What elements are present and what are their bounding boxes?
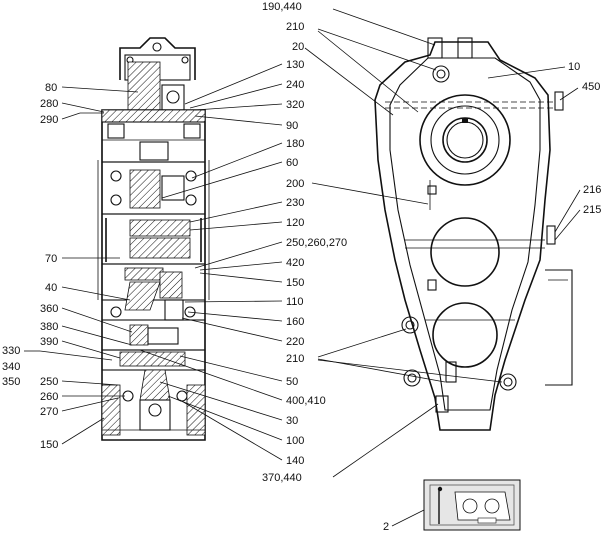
callout-150-left: 150: [40, 439, 58, 451]
callout-215: 215: [583, 204, 601, 216]
callout-450: 450: [582, 81, 600, 93]
callout-390: 390: [40, 336, 58, 348]
front-view: [374, 37, 573, 431]
callout-210-bottom: 210: [286, 353, 304, 365]
callout-10: 10: [568, 61, 580, 73]
callout-250-260-270: 250,260,270: [286, 237, 347, 249]
callout-2: 2: [383, 521, 389, 533]
callout-60: 60: [286, 157, 298, 169]
callout-110: 110: [286, 296, 304, 308]
callout-180: 180: [286, 138, 304, 150]
callout-100: 100: [286, 435, 304, 447]
callout-160: 160: [286, 316, 304, 328]
callout-50: 50: [286, 376, 298, 388]
callout-70: 70: [45, 253, 57, 265]
callout-230: 230: [286, 197, 304, 209]
callout-240: 240: [286, 79, 304, 91]
callout-220: 220: [286, 336, 304, 348]
callout-120: 120: [286, 217, 304, 229]
callout-350: 350: [2, 376, 20, 388]
callout-420: 420: [286, 257, 304, 269]
callout-250-left: 250: [40, 376, 58, 388]
callout-30: 30: [286, 415, 298, 427]
callout-400-410: 400,410: [286, 395, 326, 407]
callout-290: 290: [40, 114, 58, 126]
callout-280: 280: [40, 98, 58, 110]
callout-320: 320: [286, 99, 304, 111]
callout-270-left: 270: [40, 406, 58, 418]
callout-260-left: 260: [40, 391, 58, 403]
callout-370-440: 370,440: [262, 472, 302, 484]
callout-216: 216: [583, 184, 601, 196]
callout-90: 90: [286, 120, 298, 132]
callout-200: 200: [286, 178, 304, 190]
section-view: [97, 37, 210, 441]
callout-210-top: 210: [286, 21, 304, 33]
callout-20: 20: [292, 41, 304, 53]
callout-80: 80: [45, 82, 57, 94]
callout-130: 130: [286, 59, 304, 71]
gearbox-thumbnail-icon: [423, 479, 521, 531]
leader-lines: [24, 8, 581, 527]
callout-340: 340: [2, 361, 20, 373]
callout-150-right: 150: [286, 277, 304, 289]
callout-330: 330: [2, 345, 20, 357]
callout-190-440: 190,440: [262, 1, 302, 13]
callout-360: 360: [40, 303, 58, 315]
callout-140: 140: [286, 455, 304, 467]
callout-40: 40: [45, 282, 57, 294]
callout-380: 380: [40, 321, 58, 333]
